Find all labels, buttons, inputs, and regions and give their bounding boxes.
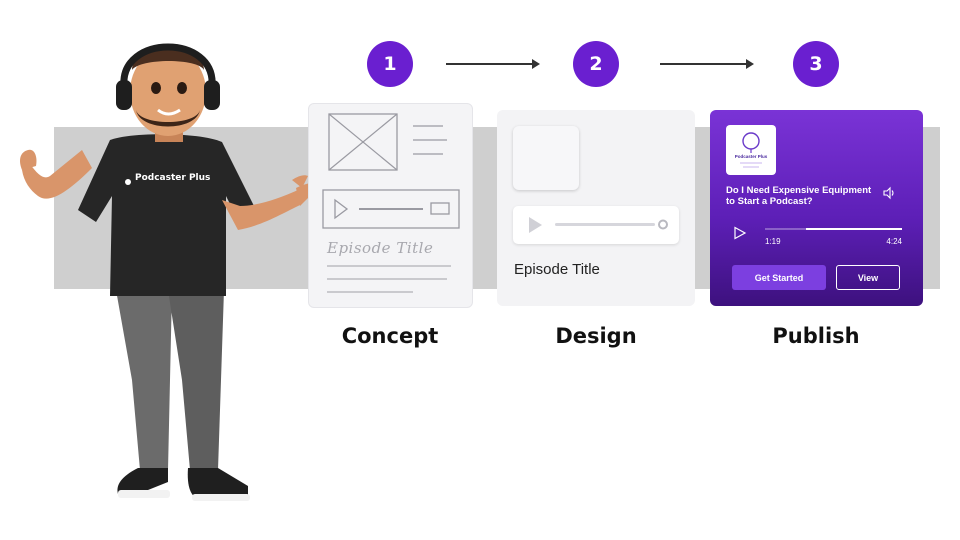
step-1-label: Concept <box>341 324 439 348</box>
play-button-icon[interactable] <box>733 226 747 240</box>
logo-text: Podcaster Plus <box>734 154 768 159</box>
publish-episode-title: Do I Need Expensive Equipment to Start a… <box>726 185 872 207</box>
duration-time: 4:24 <box>886 237 902 246</box>
step-2-circle: 2 <box>573 41 619 87</box>
volume-icon[interactable] <box>882 186 896 200</box>
progress-track[interactable] <box>765 228 902 230</box>
podcaster-character-illustration <box>20 43 334 501</box>
design-thumbnail-placeholder <box>513 126 579 190</box>
view-button[interactable]: View <box>836 265 900 290</box>
concept-episode-title: Episode Title <box>327 239 434 257</box>
podcast-logo: Podcaster Plus <box>726 125 776 175</box>
shirt-logo-text: Podcaster Plus <box>135 173 211 183</box>
step-1-circle: 1 <box>367 41 413 87</box>
arrow-1-to-2 <box>446 59 540 69</box>
arrow-2-to-3 <box>660 59 754 69</box>
scrubber-handle-icon <box>658 219 668 230</box>
get-started-button[interactable]: Get Started <box>732 265 826 290</box>
sketch-wireframe <box>322 113 460 293</box>
step-3-label: Publish <box>772 324 860 348</box>
play-icon <box>529 217 542 233</box>
microphone-logo-icon <box>742 132 760 150</box>
design-audio-player <box>513 206 679 244</box>
current-time: 1:19 <box>765 237 781 246</box>
step-2-label: Design <box>555 324 637 348</box>
concept-card: Episode Title <box>308 103 473 308</box>
progress-fill <box>806 228 902 230</box>
step-3-circle: 3 <box>793 41 839 87</box>
publish-card: Podcaster Plus Do I Need Expensive Equip… <box>710 110 923 306</box>
design-episode-title: Episode Title <box>514 261 600 278</box>
design-card: Episode Title <box>497 110 695 306</box>
